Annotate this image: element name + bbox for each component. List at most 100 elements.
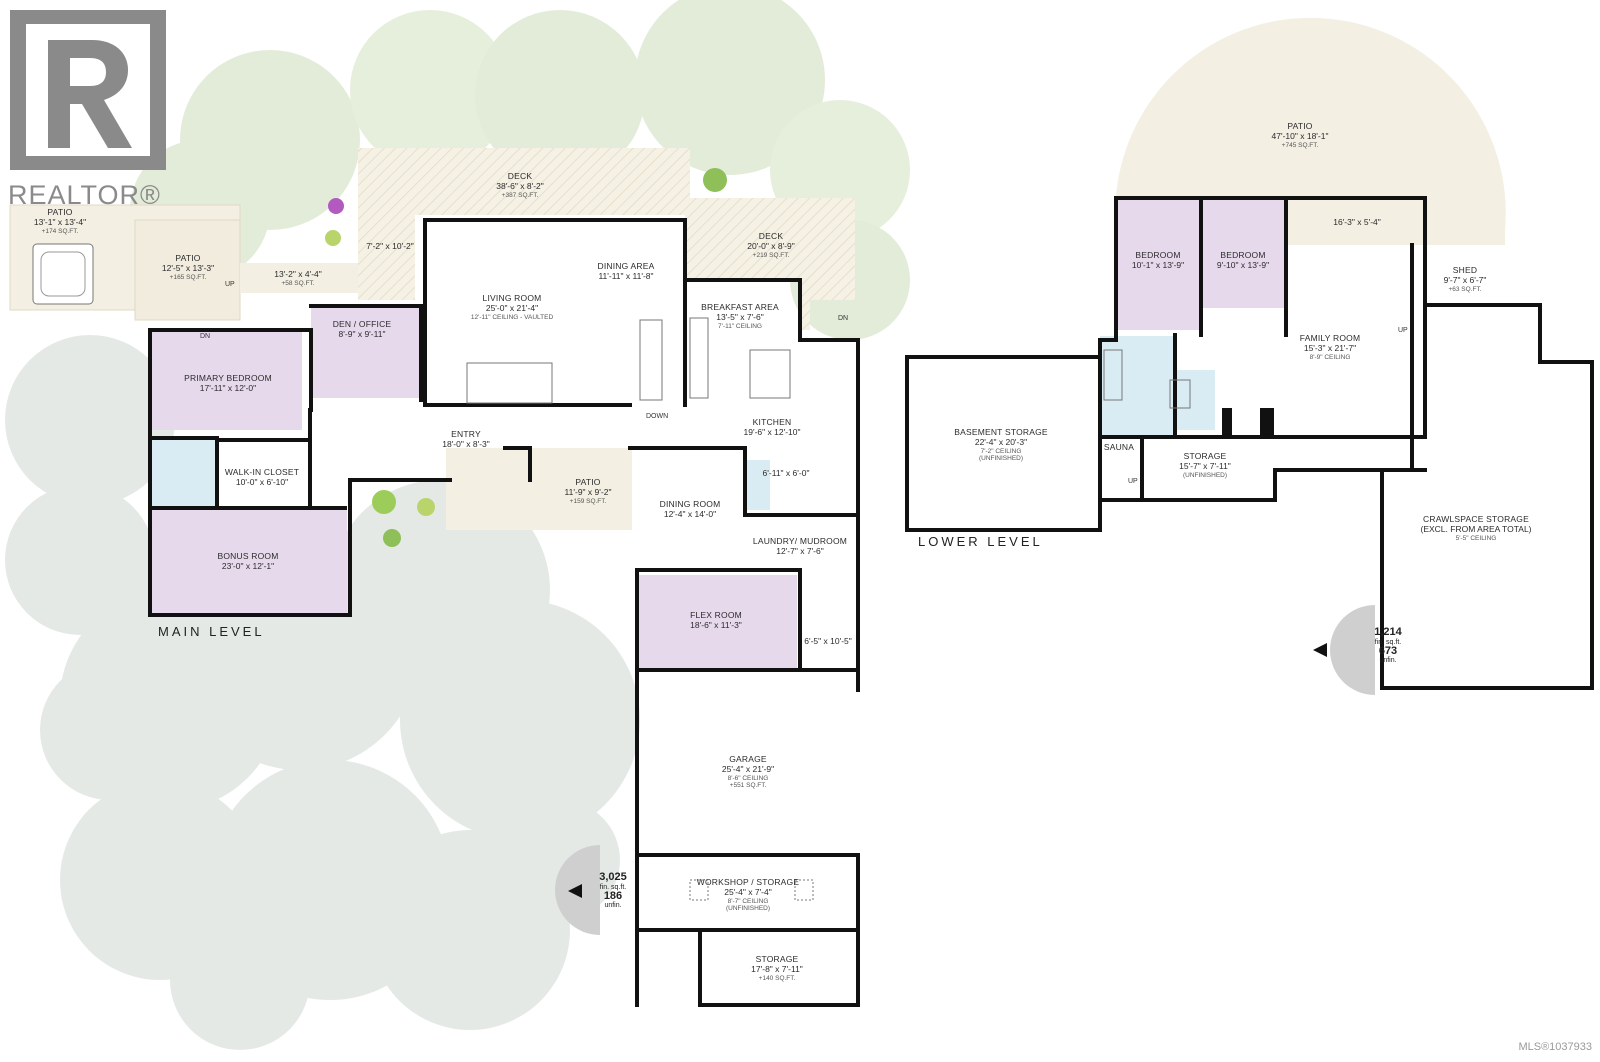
room-name: PATIO: [575, 477, 601, 487]
room-dims: 15'-3" x 21'-7": [1303, 342, 1357, 353]
room-sub: 7'-11" CEILING: [718, 322, 762, 330]
room-dims: 25'-4" x 21'-9": [721, 763, 775, 774]
room-dims: 7'-2" x 10'-2": [366, 241, 414, 251]
room-name: BREAKFAST AREA: [701, 302, 779, 312]
room-name: FLEX ROOM: [690, 610, 742, 620]
room-sub: 5'-5" CEILING: [1455, 534, 1497, 542]
room-name: GARAGE: [729, 754, 767, 764]
room-name: PRIMARY BEDROOM: [184, 373, 272, 383]
room-label-walk: 13'-2" x 4'-4"+58 SQ.FT.: [274, 269, 322, 287]
room-dims: 17'-8" x 7'-11": [751, 963, 803, 974]
main-level-title: MAIN LEVEL: [158, 624, 265, 639]
room-sub: +140 SQ.FT.: [758, 974, 796, 982]
room-dims: 13'-1" x 13'-4": [33, 216, 87, 227]
room-dims: 6'-11" x 6'-0": [762, 468, 810, 478]
room-sub: +745 SQ.FT.: [1281, 141, 1319, 149]
room-name: LIVING ROOM: [482, 293, 542, 303]
stair-marker-down: DOWN: [646, 413, 669, 420]
room-name: FAMILY ROOM: [1299, 333, 1361, 343]
room-dims: 11'-11" x 11'-8": [598, 270, 654, 281]
room-dims: 9'-7" x 6'-7": [1443, 274, 1487, 285]
room-dims: 10'-1" x 13'-9": [1131, 259, 1185, 270]
stair-marker-dn-deck: DN: [838, 315, 849, 322]
main-unfinished-unit: unfin.: [604, 902, 622, 910]
room-sub2: (UNFINISHED): [978, 455, 1024, 462]
room-sub: 12'-11" CEILING - VAULTED: [470, 313, 554, 321]
room-dims: 12'-4" x 14'-0": [663, 508, 717, 519]
realtor-wordmark: REALTOR®: [8, 180, 161, 210]
room-name: DECK: [758, 231, 784, 241]
room-dims: 18'-0" x 8'-3": [442, 438, 490, 449]
room-name: BONUS ROOM: [217, 551, 279, 561]
room-name: DINING AREA: [597, 261, 655, 271]
room-sub: 8'-9" CEILING: [1309, 353, 1351, 361]
room-name: SHED: [1452, 265, 1478, 275]
room-name: BEDROOM: [1135, 250, 1181, 260]
room-dims: 13'-5" x 7'-6": [716, 311, 764, 322]
room-sub: +219 SQ.FT.: [752, 251, 790, 259]
stair-marker-up-storage: UP: [1128, 478, 1138, 485]
room-dims: 15'-7" x 7'-11": [1179, 460, 1231, 471]
outdoor-surfaces: [9, 17, 1506, 530]
room-name: ENTRY: [451, 429, 481, 439]
lower-unfinished-unit: unfin.: [1379, 657, 1397, 665]
room-dims: 6'-5" x 10'-5": [804, 636, 852, 646]
room-name: STORAGE: [755, 954, 799, 964]
room-dims: 10'-0" x 6'-10": [235, 476, 289, 487]
room-label-closet: 6'-5" x 10'-5": [804, 636, 852, 647]
realtor-r-mark-icon: [10, 10, 166, 170]
room-dims: 11'-9" x 9'-2": [564, 486, 612, 497]
room-sub: 8'-6" CEILING: [727, 774, 769, 782]
room-dims: 12'-7" x 7'-6": [776, 545, 824, 556]
room-name: STORAGE: [1183, 451, 1227, 461]
lower-finished-unit: fin. sq.ft.: [1374, 638, 1402, 646]
room-dims: 8'-9" x 9'-11": [338, 328, 386, 339]
lower-room-fills: [1100, 200, 1515, 436]
room-label-crawl: CRAWLSPACE STORAGE(EXCL. FROM AREA TOTAL…: [1421, 514, 1532, 542]
main-walls: [148, 218, 860, 1007]
room-sub2: +551 SQ.FT.: [729, 782, 767, 789]
room-dims: 18'-6" x 11'-3": [690, 619, 742, 630]
main-room-fills: [152, 215, 797, 670]
room-name: KITCHEN: [752, 417, 792, 427]
room-dims: 17'-11" x 12'-0": [199, 382, 257, 393]
room-dims: 47'-10" x 18'-1": [1271, 130, 1329, 141]
room-dims: 22'-4" x 20'-3": [974, 436, 1028, 447]
lower-unfinished-area: 673: [1378, 644, 1398, 657]
appliance-blocks: [1222, 408, 1274, 436]
room-dims: 25'-0" x 21'-4": [485, 302, 539, 313]
room-label-sauna: SAUNA: [1104, 442, 1134, 453]
room-sub: (UNFINISHED): [1182, 471, 1228, 479]
mls-listing-id: MLS®1037933: [1518, 1041, 1592, 1053]
room-label-pantry: 6'-11" x 6'-0": [762, 468, 810, 479]
room-sub: 8'-7" CEILING: [727, 897, 769, 905]
area-badges: [555, 605, 1375, 935]
room-name: LAUNDRY/ MUDROOM: [752, 536, 848, 546]
stair-marker-up-family: UP: [1398, 327, 1408, 334]
main-area-badge: 3,025 fin. sq.ft. 186 unfin.: [599, 871, 627, 910]
room-name: BEDROOM: [1220, 250, 1266, 260]
room-sub: +387 SQ.FT.: [501, 191, 539, 199]
room-name: DINING ROOM: [659, 499, 721, 509]
main-finished-unit: fin. sq.ft.: [599, 883, 627, 891]
